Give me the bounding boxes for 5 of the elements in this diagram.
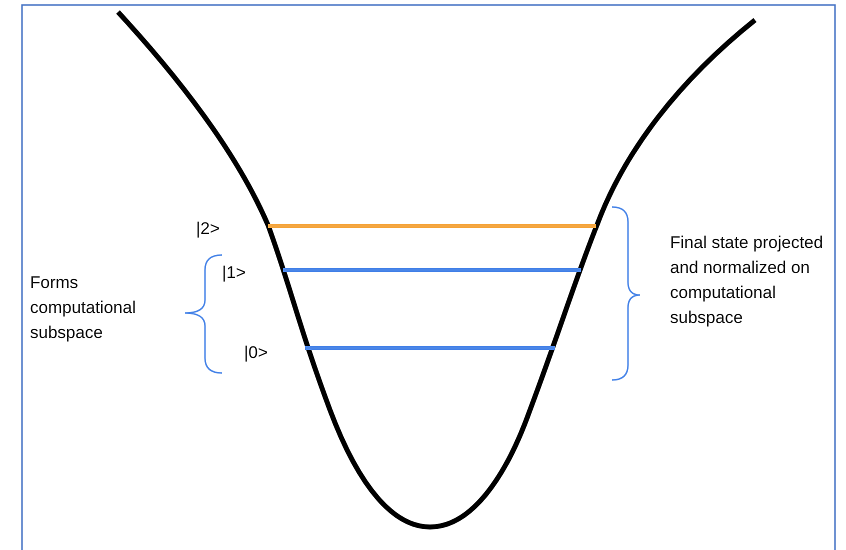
state-label: |2>	[196, 218, 220, 240]
annotation-text: Final state projected and normalized on computational subspace	[670, 232, 824, 329]
state-label: |0>	[244, 342, 268, 364]
annotation-text: Forms computational subspace	[30, 272, 137, 344]
state-label: |1>	[222, 262, 246, 284]
